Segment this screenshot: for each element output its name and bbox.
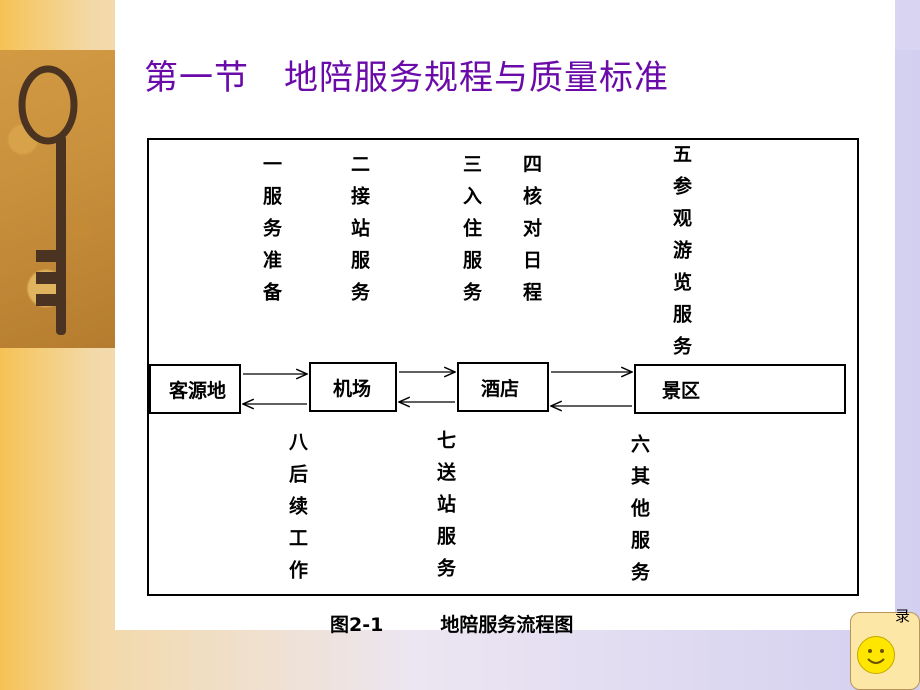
nav-toc-label: 录 bbox=[895, 607, 911, 625]
box-airport: 机场 bbox=[309, 362, 397, 412]
step-4-label: 四核对日程 bbox=[520, 154, 542, 314]
service-flow-diagram: 客源地 机场 酒店 景区 一服务准备 二接站服务 三入住服务 四核对日程 五参观… bbox=[147, 138, 859, 596]
key-icon bbox=[18, 65, 78, 335]
flow-arrows bbox=[149, 140, 861, 598]
diagram-caption: 图2-1 地陪服务流程图 bbox=[330, 614, 574, 636]
step-1-label: 一服务准备 bbox=[260, 154, 282, 314]
step-5-label: 五参观游览服务 bbox=[670, 144, 692, 368]
step-7-label: 七送站服务 bbox=[434, 430, 456, 590]
step-8-label: 八后续工作 bbox=[286, 432, 308, 592]
step-6-label: 六其他服务 bbox=[628, 434, 650, 594]
antique-key-photo bbox=[0, 50, 115, 348]
box-scenic: 景区 bbox=[634, 364, 846, 414]
smiley-icon[interactable] bbox=[857, 636, 895, 674]
box-origin: 客源地 bbox=[149, 364, 241, 414]
slide-title: 第一节 地陪服务规程与质量标准 bbox=[144, 58, 669, 98]
box-hotel: 酒店 bbox=[457, 362, 549, 412]
step-2-label: 二接站服务 bbox=[348, 154, 370, 314]
step-3-label: 三入住服务 bbox=[460, 154, 482, 314]
